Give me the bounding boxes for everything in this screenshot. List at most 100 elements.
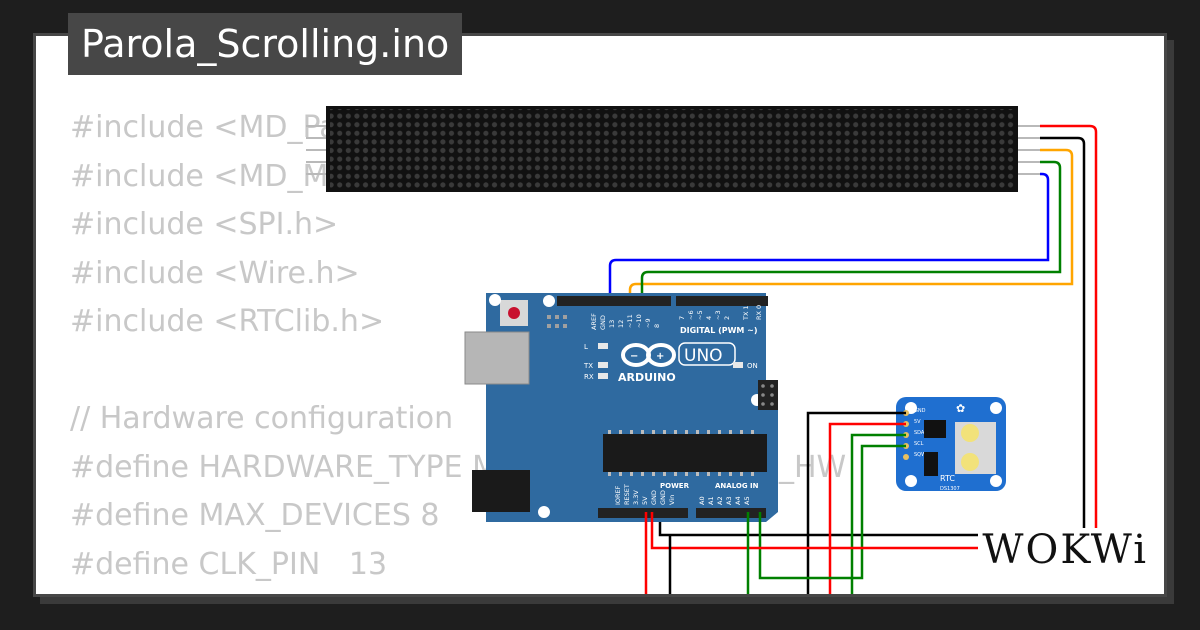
power-header-label: POWER: [660, 482, 690, 490]
icsp-header-right: [758, 380, 778, 410]
rtc-chip: [924, 420, 946, 438]
led-tx: [598, 362, 608, 368]
led-tx-label: TX: [583, 362, 593, 370]
pin-label-a5: A5: [743, 496, 751, 505]
code-line: #include <SPI.h>: [70, 207, 339, 242]
svg-text:+: +: [656, 351, 664, 362]
led-l: [598, 343, 608, 349]
led-on: [733, 362, 743, 368]
pin-label-ioref: IOREF: [614, 485, 622, 505]
battery-contact: [961, 453, 979, 471]
mount-hole: [990, 402, 1002, 414]
pin-label-a0: A0: [698, 496, 706, 505]
chip-pins: [608, 430, 754, 476]
led-rx-label: RX: [584, 373, 594, 381]
svg-text:−: −: [630, 351, 638, 362]
pin-label-6: ~6: [687, 310, 695, 320]
pin-label-2: 2: [723, 316, 731, 320]
arduino-uno[interactable]: AREF GND 13 12 ~11 ~10 ~9 8 7 ~6 ~5 4 ~3…: [464, 293, 778, 522]
wokwi-logo: WOKWi: [978, 528, 1152, 572]
wire-rtc-sda[interactable]: [850, 433, 906, 600]
pin-label-gnd2: GND: [659, 490, 667, 505]
mount-hole: [905, 475, 917, 487]
code-line: #define MAX_DEVICES 8: [70, 498, 440, 533]
led-matrix-in-pins: [306, 125, 326, 175]
rtc-chip-label: DS1307: [940, 486, 960, 492]
rtc-crystal: [924, 452, 938, 476]
led-l-label: L: [584, 343, 588, 351]
rtc-pin-gnd: GND: [914, 408, 926, 414]
mount-hole: [489, 294, 501, 306]
usb-port: [464, 331, 530, 385]
pin-label-tx1: TX 1: [742, 305, 750, 321]
wire-vcc[interactable]: [1040, 124, 1098, 548]
code-line: // Hardware configuration: [70, 401, 454, 436]
uno-badge: [678, 342, 736, 366]
rtc-pin-5v: 5V: [914, 419, 921, 425]
pin-label-rx0: RX 0: [755, 305, 763, 320]
file-title: Parola_Scrolling.ino: [68, 13, 463, 75]
pin-label-a3: A3: [725, 496, 733, 505]
pin-label-vin: Vin: [668, 495, 676, 505]
pin-label-7: 7: [678, 316, 686, 320]
pin-label-5v: 5V: [641, 496, 649, 505]
icsp-header: [547, 315, 567, 328]
pin-label-13: 13: [608, 320, 616, 328]
pin-label-12: 12: [617, 320, 625, 328]
led-rx: [598, 373, 608, 379]
pin-label-9: ~9: [644, 318, 652, 328]
pin-label-gnd1: GND: [650, 490, 658, 505]
pin-label-a1: A1: [707, 496, 715, 505]
arduino-model: UNO: [684, 346, 723, 366]
led-matrix-dots: [330, 109, 1014, 189]
mount-hole: [990, 475, 1002, 487]
pin-label-gnd: GND: [599, 315, 607, 330]
wire-clk[interactable]: [628, 148, 1074, 300]
rtc-pin-scl: SCL: [914, 441, 924, 447]
arduino-brand: ARDUINO: [618, 371, 676, 384]
pin-label-3v3: 3.3V: [632, 490, 640, 505]
wire-rtc-gnd[interactable]: [806, 411, 906, 600]
microcontroller-chip: [603, 434, 767, 472]
led-on-label: ON: [747, 362, 758, 370]
led-matrix-out-pins: [1018, 125, 1040, 175]
rtc-wires: [644, 411, 1096, 600]
mount-hole: [538, 506, 550, 518]
rtc-pin-sda: SDA: [914, 430, 925, 436]
arduino-infinity-icon: [621, 343, 676, 367]
battery-contact: [961, 424, 979, 442]
matrix-wires: [608, 124, 1098, 548]
pin-label-a2: A2: [716, 496, 724, 505]
reset-button[interactable]: [508, 307, 520, 319]
pin-label-aref: AREF: [590, 313, 598, 330]
pin-label-10: ~10: [635, 314, 643, 328]
bottom-headers: [598, 508, 766, 518]
led-matrix[interactable]: [306, 106, 1040, 192]
mount-hole: [543, 295, 555, 307]
pin-label-8: 8: [653, 324, 661, 328]
pin-label-3: ~3: [714, 310, 722, 320]
wire-gnd[interactable]: [658, 136, 1086, 537]
code-line: #include <Wire.h>: [70, 255, 360, 291]
code-line: #define CLK_PIN 13: [70, 546, 388, 582]
digital-header: [557, 296, 768, 306]
pin-label-reset: RESET: [623, 484, 631, 505]
pin-label-a4: A4: [734, 496, 742, 505]
pin-label-5: ~5: [696, 310, 704, 320]
wire-rtc-5v[interactable]: [828, 422, 906, 600]
wire-rtc-scl[interactable]: [758, 444, 906, 580]
wire-cs[interactable]: [640, 160, 1062, 300]
wire-din[interactable]: [608, 172, 1050, 300]
power-jack: [472, 470, 530, 512]
code-line: #include <RTClib.h>: [70, 304, 385, 339]
rtc-label: RTC: [940, 474, 955, 483]
analog-header-label: ANALOG IN: [715, 482, 759, 490]
digital-header-label: DIGITAL (PWM ~): [680, 326, 758, 335]
wire-matrix-vcc-to-5v[interactable]: [650, 512, 1096, 550]
rtc-module[interactable]: GND 5V SDA SCL SQW ✿ RTC DS1307: [896, 397, 1006, 492]
pin-label-4: 4: [705, 316, 713, 320]
rtc-pin-sqw: SQW: [914, 452, 926, 458]
pin-label-11: ~11: [626, 314, 634, 328]
adafruit-star-icon: ✿: [956, 402, 965, 415]
